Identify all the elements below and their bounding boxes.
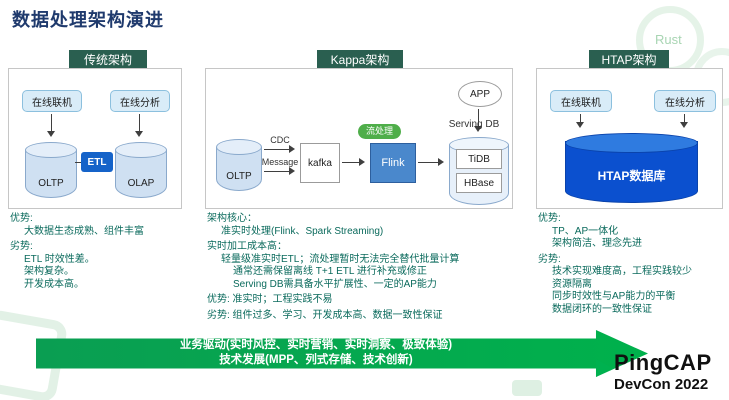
pingcap-logo: PingCAP <box>614 350 712 375</box>
note-line: 资源隔离 <box>552 278 592 290</box>
htap-diagram-box: 在线联机 在线分析 HTAP数据库 <box>536 68 723 209</box>
note-line: 通常还需保留离线 T+1 ETL 进行补充或修正 <box>233 266 427 277</box>
note-line: ETL 时效性差。 <box>24 253 95 265</box>
online-oltp-node: 在线联机 <box>22 90 82 112</box>
flow-arrow-down <box>135 114 144 137</box>
online-analysis-node: 在线分析 <box>110 90 170 112</box>
message-flow-arrow <box>264 167 295 176</box>
note-line: 实时加工成本高： <box>207 241 287 252</box>
note-line: 大数据生态成熟、组件丰富 <box>24 225 144 237</box>
flow-arrow-down <box>680 114 689 128</box>
note-line: 优势: <box>10 213 33 224</box>
hbase-node: HBase <box>456 173 502 193</box>
kappa-notes: 架构核心：准实时处理(Flink、Spark Streaming) 实时加工成本高… <box>207 213 529 322</box>
olap-label: OLAP <box>127 178 155 189</box>
evolution-arrow: 业务驱动(实时风控、实时营销、实时洞察、极致体验) 技术发展(MPP、列式存储、… <box>36 330 648 377</box>
note-line: Serving DB需具备水平扩展性、一定的AP能力 <box>233 278 437 290</box>
message-label: Message <box>261 157 299 167</box>
note-line: 优势: 准实时；工程实践不易 <box>207 294 333 305</box>
note-line: 同步时效性与AP能力的平衡 <box>552 291 676 302</box>
cylinder-cap <box>216 139 262 155</box>
note-line: 架构复杂。 <box>24 266 74 277</box>
note-line: TP、AP一体化 <box>552 225 619 237</box>
cdc-flow-arrow <box>264 145 295 154</box>
oltp-cylinder: OLTP <box>25 142 77 198</box>
kafka-to-flink-arrow <box>342 158 365 167</box>
oltp-cylinder: OLTP <box>216 139 262 191</box>
kappa-diagram-box: OLTP CDC Message kafka 流处理 Flink APP Ser… <box>205 68 513 209</box>
note-line: 劣势: <box>538 253 561 265</box>
htap-database-label: HTAP数据库 <box>597 169 666 183</box>
note-line: 准实时处理(Flink、Spark Streaming) <box>221 225 384 237</box>
note-line: 劣势: <box>10 241 33 252</box>
traditional-diagram-box: 在线联机 在线分析 OLTP OLAP ETL <box>8 68 182 209</box>
column-header-kappa: Kappa架构 <box>317 50 403 68</box>
cylinder-cap <box>565 133 698 153</box>
serving-db-cylinder <box>449 137 509 205</box>
note-line: 技术实现难度高，工程实践较少 <box>552 266 692 277</box>
pingcap-arrow-icon <box>596 359 612 377</box>
decoration-piece-bottom <box>512 380 542 396</box>
page-title: 数据处理架构演进 <box>12 10 164 30</box>
cylinder-cap <box>25 142 77 158</box>
decoration-rust-text: Rust <box>655 32 682 47</box>
app-node: APP <box>458 81 502 107</box>
note-line: 架构核心： <box>207 213 257 224</box>
note-line: 架构简洁、理念先进 <box>552 238 642 249</box>
tech-development-line: 技术发展(MPP、列式存储、技术创新) <box>219 354 413 367</box>
flink-node: Flink <box>370 143 416 183</box>
column-header-htap: HTAP架构 <box>589 50 669 68</box>
tidb-node: TiDB <box>456 149 502 169</box>
note-line: 数据闭环的一致性保证 <box>552 303 652 315</box>
cylinder-body <box>25 150 77 198</box>
note-line: 开发成本高。 <box>24 278 84 290</box>
kafka-node: kafka <box>300 143 340 183</box>
note-line: 优势: <box>538 213 561 224</box>
flow-arrow-down <box>47 114 56 137</box>
htap-notes: 优势:TP、AP一体化架构简洁、理念先进劣势:技术实现难度高，工程实践较少资源隔… <box>538 213 724 316</box>
flink-to-serving-arrow <box>418 158 444 167</box>
etl-node: ETL <box>81 152 113 172</box>
cdc-label: CDC <box>270 135 290 145</box>
oltp-label: OLTP <box>38 178 64 189</box>
olap-cylinder: OLAP <box>115 142 167 198</box>
online-oltp-node: 在线联机 <box>550 90 612 112</box>
serving-db-label: Serving DB <box>448 119 500 130</box>
column-header-traditional: 传统架构 <box>69 50 147 68</box>
cylinder-cap <box>115 142 167 158</box>
app-to-serving-arrow <box>474 109 483 132</box>
flow-arrow-down <box>576 114 585 128</box>
stream-processing-tag: 流处理 <box>358 124 402 139</box>
note-line: 轻量级准实时ETL；流处理暂时无法完全替代批量计算 <box>221 253 460 265</box>
cylinder-body <box>115 150 167 198</box>
note-line: 劣势: 组件过多、学习、开发成本高、数据一致性保证 <box>207 309 443 321</box>
oltp-label: OLTP <box>226 171 252 182</box>
devcon-label: DevCon 2022 <box>614 376 709 393</box>
traditional-notes: 优势:大数据生态成熟、组件丰富劣势:ETL 时效性差。架构复杂。开发成本高。 <box>10 213 200 291</box>
online-analysis-node: 在线分析 <box>654 90 716 112</box>
cylinder-body <box>565 141 698 203</box>
evolution-arrow-text: 业务驱动(实时风控、实时营销、实时洞察、极致体验) 技术发展(MPP、列式存储、… <box>36 338 596 368</box>
business-driver-line: 业务驱动(实时风控、实时营销、实时洞察、极致体验) <box>179 339 453 352</box>
htap-database-cylinder: HTAP数据库 <box>565 133 698 203</box>
